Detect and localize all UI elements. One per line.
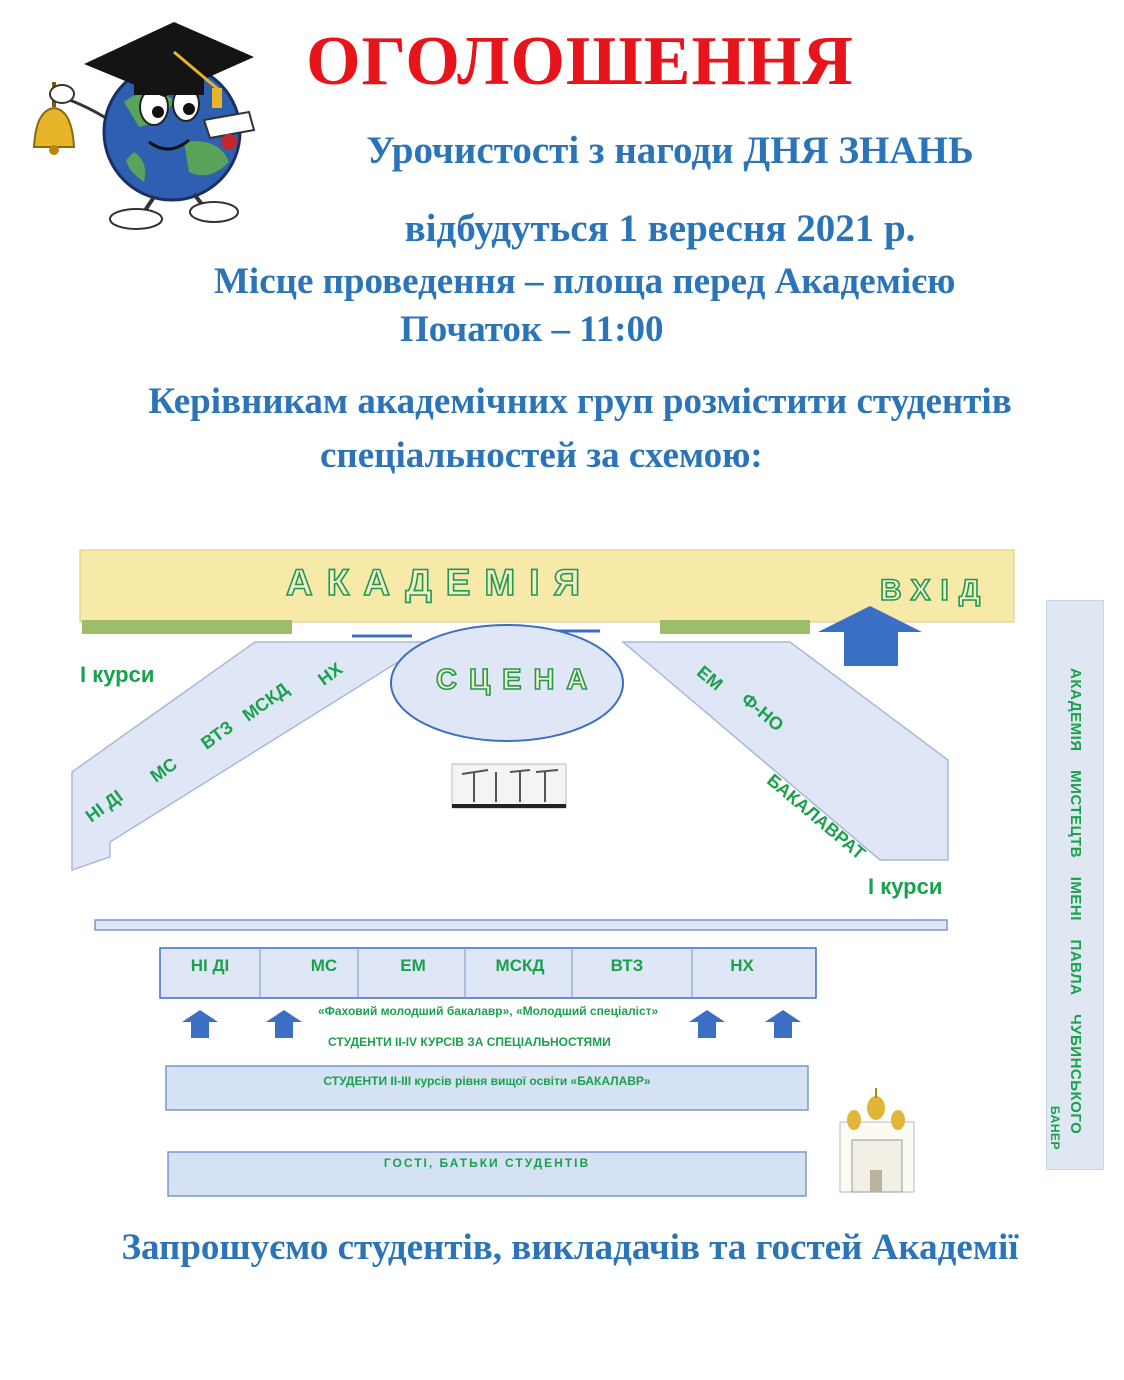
invitation-footer: Запрошуємо студентів, викладачів та гост… [121,1227,1019,1268]
globe-mascot-icon [32,22,256,230]
academy-building [79,549,1015,623]
page-title: ОГОЛОШЕННЯ [306,23,854,100]
up-arrow-icon [266,1010,302,1038]
specialities-row [159,947,817,999]
instruction-line-2: спеціальностей за схемою: [320,435,763,476]
academy-banner [1046,600,1104,1170]
row-cell-nh: НХ [730,956,754,975]
up-arrow-icon [765,1010,801,1038]
up-arrow-icon [818,606,922,666]
left-wing-zone [71,641,433,872]
up-arrow-icon [182,1010,218,1038]
banner-text: АКАДЕМІЯ МИСТЕЦТВ ІМЕНІ ПАВЛА ЧУБИНСЬКОГ… [1067,668,1084,1135]
event-location: Місце проведення – площа перед Академією [214,261,956,302]
church-icon [839,1088,915,1193]
row-cell-ni-di: НІ ДІ [190,956,230,975]
grass-right [660,620,810,634]
row-cell-em: ЕМ [400,956,426,975]
guests-row-label: ГОСТІ, БАТЬКИ СТУДЕНТІВ [383,1156,591,1170]
up-arrow-icon [689,1010,725,1038]
note-level-2: СТУДЕНТИ ІІ-ІV КУРСІВ ЗА СПЕЦІАЛЬНОСТЯМИ [328,1035,611,1049]
bachelor-row-label: СТУДЕНТИ ІІ-ІІІ курсів рівня вищої освіт… [323,1074,651,1088]
first-courses-left: І курси [80,662,155,687]
first-courses-right: І курси [868,874,943,899]
guests-row [167,1151,807,1197]
seating-scheme [71,549,1015,1197]
divider-bar [94,919,948,931]
right-wing-zone [620,641,949,861]
microphone-stands-icon [451,763,567,809]
note-level-1: «Фаховий молодший бакалавр», «Молодший с… [318,1004,659,1018]
row-cell-ms: МС [310,956,338,975]
event-title: Урочистості з нагоди ДНЯ ЗНАНЬ [366,129,974,172]
grass-left [82,620,292,634]
banner-word: БАНЕР [1048,1106,1062,1151]
event-start-time: Початок – 11:00 [400,309,664,350]
row-cell-mskd: МСКД [495,956,545,975]
stage-label: СЦЕНА [435,663,600,697]
bachelor-row [165,1065,809,1111]
specialities-cells: НІ ДІ МС ЕМ МСКД ВТЗ НХ [160,952,816,1000]
stage [390,624,624,742]
row-cell-vtz: ВТЗ [610,956,644,975]
entrance-label: ВХІД [879,573,991,608]
academy-label: АКАДЕМІЯ [285,561,595,604]
event-date: відбудуться 1 вересня 2021 р. [404,207,916,250]
instruction-line-1: Керівникам академічних груп розмістити с… [148,381,1012,422]
